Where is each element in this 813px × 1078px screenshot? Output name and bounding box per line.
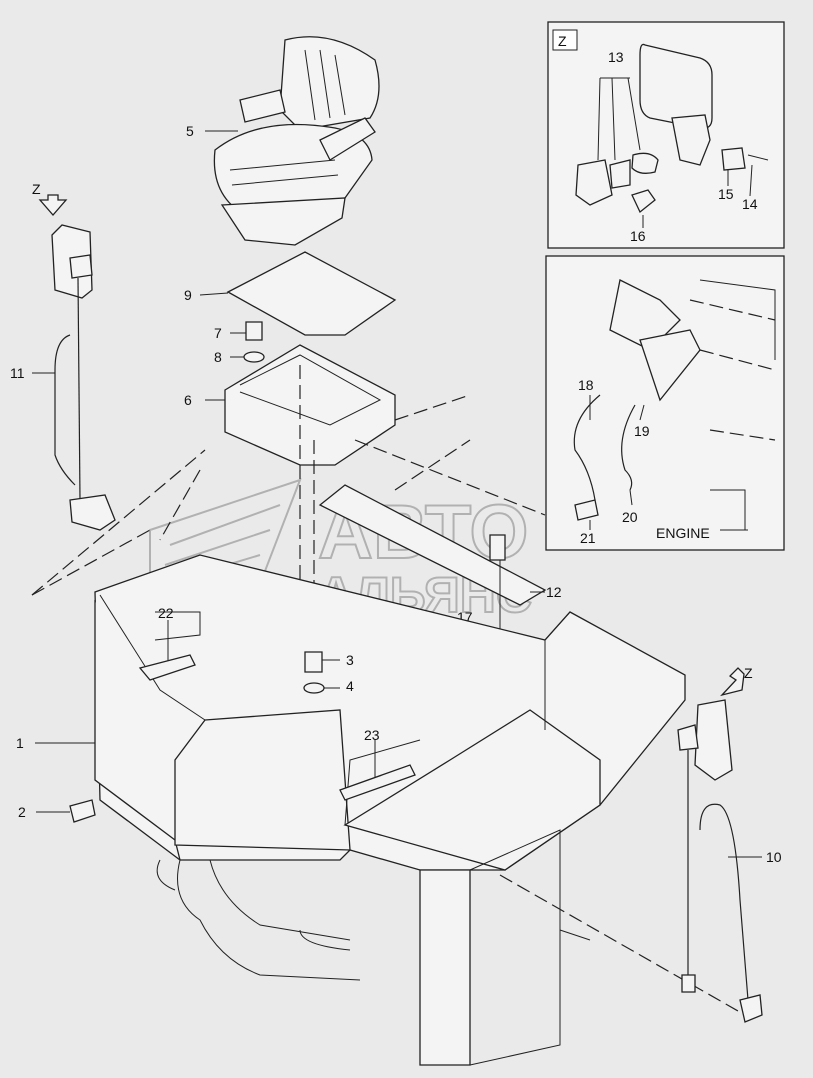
callout-9: 9 xyxy=(184,287,192,303)
bolt-washer: 7 8 xyxy=(214,321,265,365)
engine-label: ENGINE xyxy=(656,525,710,541)
callout-13: 13 xyxy=(608,49,624,65)
callouts-22-23: 22 23 xyxy=(138,605,416,801)
callout-22: 22 xyxy=(158,605,174,621)
callout-23: 23 xyxy=(364,727,380,743)
callout-10: 10 xyxy=(766,849,782,865)
callout-2: 2 xyxy=(18,804,26,820)
callout-3: 3 xyxy=(346,652,354,668)
callout-14: 14 xyxy=(742,196,758,212)
cab-body: 1 xyxy=(16,554,686,1066)
seat-base-box: 6 xyxy=(184,344,396,466)
callout-15: 15 xyxy=(718,186,734,202)
callout-19: 19 xyxy=(634,423,650,439)
callout-8: 8 xyxy=(214,349,222,365)
left-mirror: 11 Z xyxy=(10,181,116,531)
callout-7: 7 xyxy=(214,325,222,341)
seat: 5 xyxy=(186,36,380,246)
callout-5: 5 xyxy=(186,123,194,139)
callout-12: 12 xyxy=(546,584,562,600)
callout-11: 11 xyxy=(10,365,25,381)
callout-6: 6 xyxy=(184,392,192,408)
callout-1: 1 xyxy=(16,735,24,751)
arrow-z-left-label: Z xyxy=(32,181,41,197)
arrow-z-right-label: Z xyxy=(744,665,753,681)
callout-20: 20 xyxy=(622,509,638,525)
right-mirror: 10 Z xyxy=(677,665,782,1023)
callout-16: 16 xyxy=(630,228,646,244)
detail-engine-box: 18 19 20 21 ENGINE xyxy=(545,255,785,551)
detail-z-box: Z 13 14 15 16 xyxy=(547,21,785,249)
bolt-washer-3-4: 3 4 xyxy=(303,651,354,694)
callout-21: 21 xyxy=(580,530,596,546)
misc-dashed xyxy=(159,439,471,541)
detail-z-label: Z xyxy=(558,33,567,49)
callout-18: 18 xyxy=(578,377,594,393)
seat-plate: 9 xyxy=(184,251,397,336)
callout-4: 4 xyxy=(346,678,354,694)
bolt-2: 2 xyxy=(18,799,96,823)
